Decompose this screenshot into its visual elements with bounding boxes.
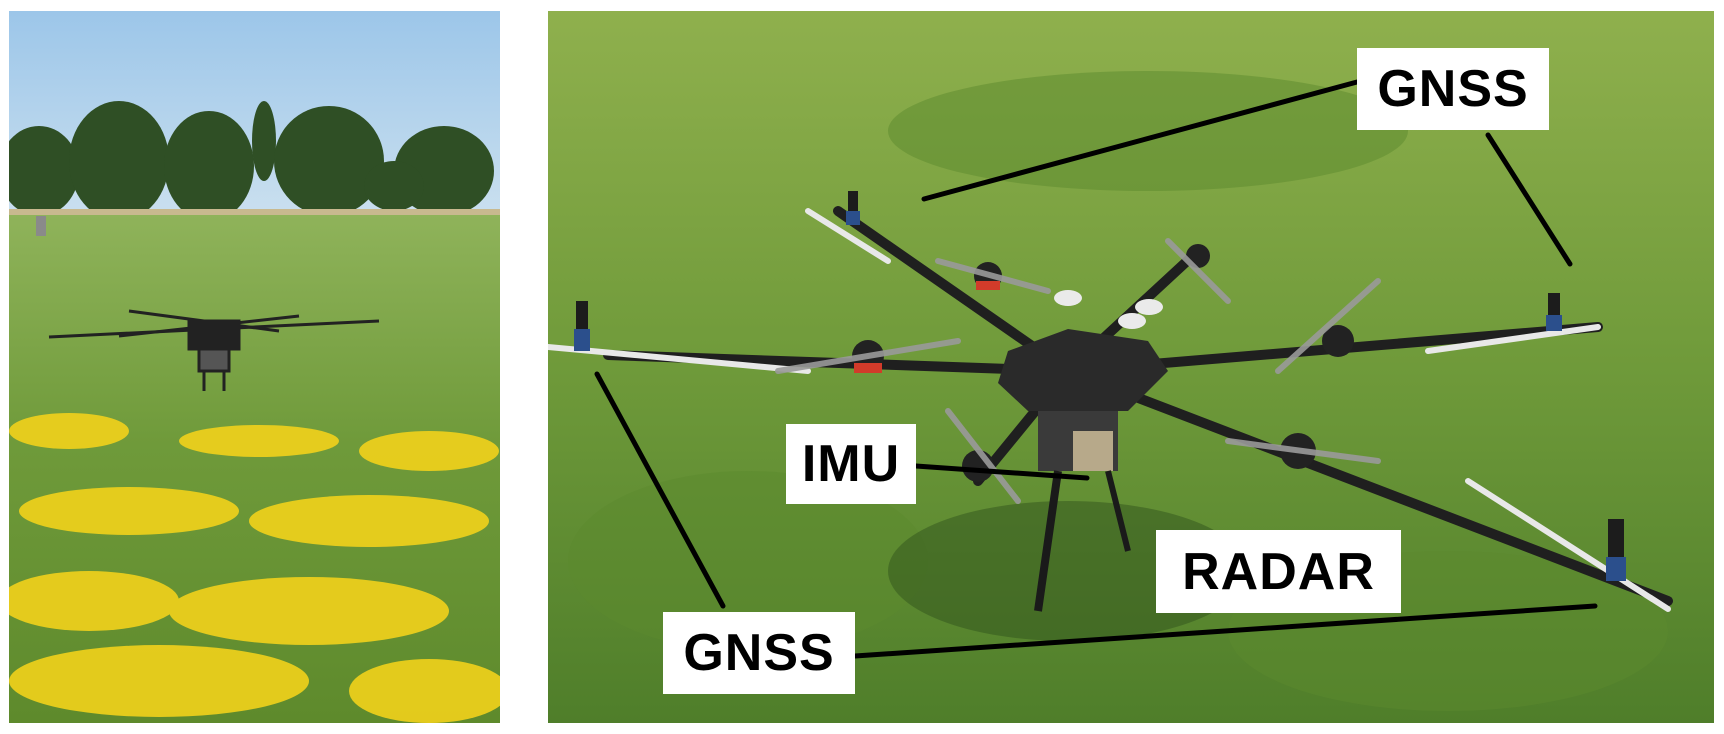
photo-drone-in-flight-image xyxy=(9,11,500,723)
label-radar: RADAR xyxy=(1156,530,1401,613)
label-imu: IMU xyxy=(786,424,916,504)
label-gnss-top: GNSS xyxy=(1357,48,1549,130)
photo-drone-in-flight xyxy=(9,11,500,723)
drone-hovering xyxy=(48,309,380,391)
label-gnss-bottom: GNSS xyxy=(663,612,855,694)
